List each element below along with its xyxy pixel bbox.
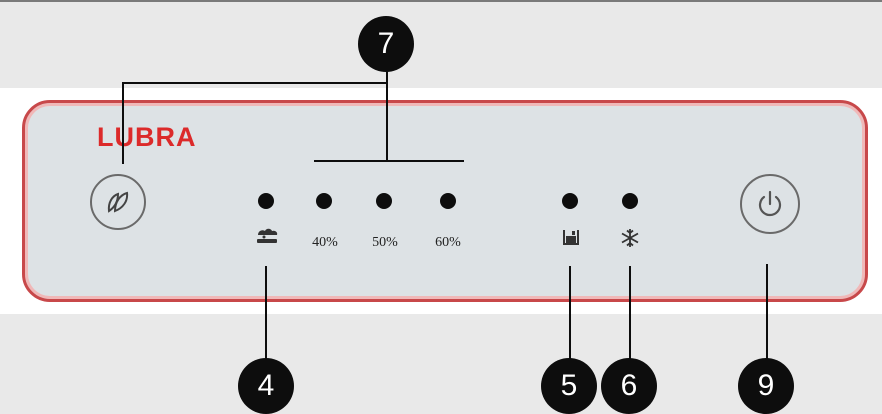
defrost-led: [622, 193, 638, 209]
callout-6: 6: [601, 358, 657, 414]
power-icon: [758, 190, 782, 217]
callout-9-line: [766, 264, 768, 362]
callout-9: 9: [738, 358, 794, 414]
callout-4: 4: [238, 358, 294, 414]
callout-7: 7: [358, 16, 414, 72]
callout-7-left-leg: [122, 82, 124, 164]
humidity-led-60: [440, 193, 456, 209]
humidity-led-40: [316, 193, 332, 209]
top-divider: [0, 0, 882, 2]
humidity-label-40: 40%: [312, 235, 338, 250]
mode-button[interactable]: [90, 174, 146, 230]
power-button[interactable]: [740, 174, 800, 234]
water-tank-icon: [563, 230, 579, 245]
brand-logo: LUBRA: [97, 122, 197, 152]
callout-7-bracket: [122, 82, 388, 84]
callout-5: 5: [541, 358, 597, 414]
humidity-label-60: 60%: [435, 235, 461, 250]
dehumidify-icon: [257, 228, 278, 243]
callout-7-right-leg: [386, 70, 388, 160]
callout-7-humidity-bar: [314, 160, 464, 162]
callout-6-line: [629, 266, 631, 362]
continuous-led: [258, 193, 274, 209]
humidity-label-50: 50%: [372, 235, 398, 250]
humidity-led-50: [376, 193, 392, 209]
callout-5-line: [569, 266, 571, 362]
leaf-icon: [107, 191, 129, 213]
callout-4-line: [265, 266, 267, 362]
tank-full-led: [562, 193, 578, 209]
snowflake-icon: [621, 229, 639, 247]
